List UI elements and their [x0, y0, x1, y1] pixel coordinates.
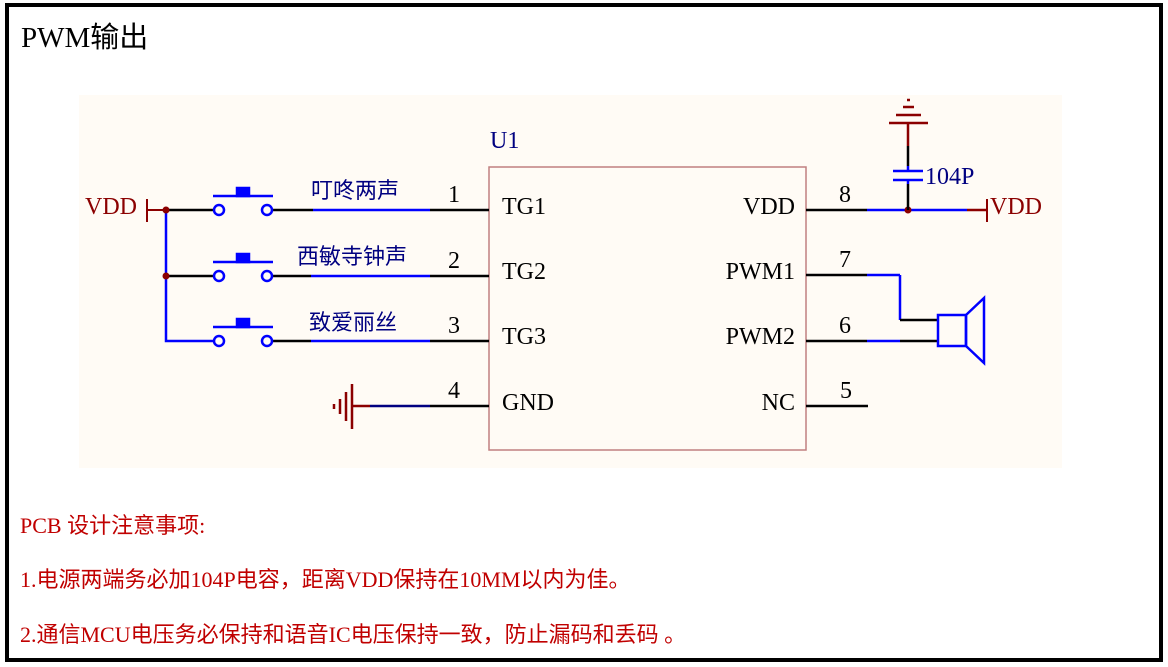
ic-designator: U1: [490, 128, 519, 154]
pin-number-8: 8: [839, 182, 851, 208]
page-title: PWM输出: [21, 22, 149, 54]
push-button-switch-2: [212, 252, 274, 283]
push-button-switch-3: [212, 317, 274, 348]
pin-name-nc: NC: [762, 390, 795, 416]
net-label-1: 叮咚两声: [311, 178, 399, 203]
pin-number-7: 7: [839, 247, 851, 273]
pin-number-3: 3: [448, 313, 460, 339]
note-item-2: 2.通信MCU电压务必保持和语音IC电压保持一致，防止漏码和丢码 。: [20, 622, 687, 647]
pin-name-tg3: TG3: [502, 324, 546, 350]
ic-body: [488, 166, 807, 451]
pin-number-6: 6: [839, 313, 851, 339]
schematic-background: [79, 95, 1062, 468]
power-label-vdd-left: VDD: [85, 194, 137, 220]
pin-name-vdd: VDD: [743, 194, 795, 220]
pin-number-2: 2: [448, 248, 460, 274]
pin-name-gnd: GND: [502, 390, 554, 416]
ground-symbol-cap: [889, 98, 928, 125]
note-item-1: 1.电源两端务必加104P电容，距离VDD保持在10MM以内为佳。: [20, 567, 631, 592]
power-label-vdd-right: VDD: [990, 194, 1042, 220]
pin-number-4: 4: [448, 378, 460, 404]
junction-dot: [162, 206, 170, 214]
pin-name-pwm2: PWM2: [726, 324, 795, 350]
capacitor-value: 104P: [925, 164, 974, 190]
pin-name-pwm1: PWM1: [726, 259, 795, 285]
net-label-3: 致爱丽丝: [309, 310, 397, 335]
net-label-2: 西敏寺钟声: [297, 244, 407, 269]
vdd-bus-wire: [164, 210, 213, 343]
ground-symbol: [332, 384, 430, 429]
pin-number-5: 5: [840, 378, 852, 404]
speaker-icon: [936, 295, 986, 366]
push-button-switch-1: [212, 186, 274, 217]
capacitor-104p: [893, 123, 923, 210]
notes-heading: PCB 设计注意事项:: [20, 513, 206, 538]
pin-number-1: 1: [448, 182, 460, 208]
pin-name-tg2: TG2: [502, 259, 546, 285]
pin-name-tg1: TG1: [502, 194, 546, 220]
junction-dot: [162, 272, 170, 280]
